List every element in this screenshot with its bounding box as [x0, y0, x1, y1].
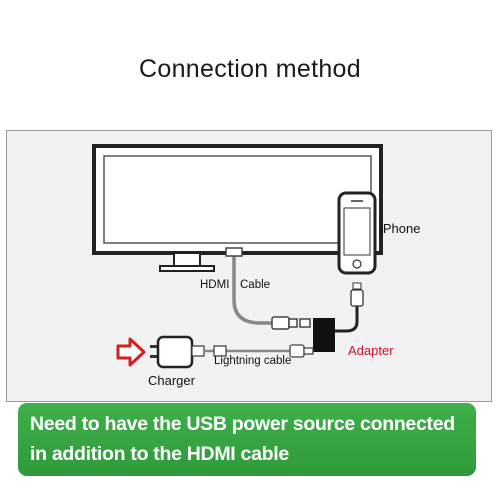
- lightning-cable-label: Lightning cable: [214, 355, 292, 367]
- hdmi-cable-label: Cable: [240, 279, 271, 291]
- notice-banner: Need to have the USB power source connec…: [18, 403, 476, 476]
- charger-label: Charger: [148, 373, 195, 388]
- charger-icon: [150, 335, 205, 369]
- adapter-icon: [313, 318, 335, 352]
- lightning-cable: [204, 344, 314, 358]
- hdmi-label: HDMI: [200, 279, 230, 291]
- iphone-label: iPhone: [380, 221, 421, 236]
- arrow-right-icon: [116, 337, 146, 367]
- lightning-connector-icon: [335, 282, 364, 333]
- tv-icon: [92, 144, 383, 272]
- notice-line-1: Need to have the USB power source connec…: [30, 413, 455, 435]
- iphone-icon: [337, 191, 377, 275]
- notice-line-2: in addition to the HDMI cable: [30, 443, 289, 465]
- page-title: Connection method: [139, 55, 361, 83]
- adapter-label: Adapter: [348, 343, 394, 358]
- hdmi-cable: [225, 247, 311, 330]
